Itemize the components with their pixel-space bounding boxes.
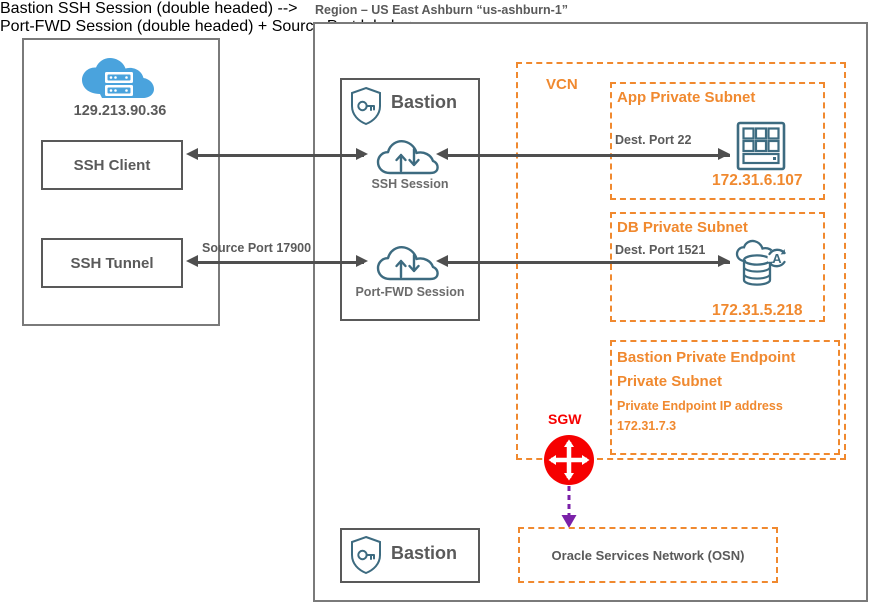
cloud-server-icon xyxy=(78,56,158,104)
db-private-subnet-box xyxy=(610,212,825,322)
bastion-private-endpoint-subnet-box xyxy=(610,340,840,455)
dest-port-1521-label: Dest. Port 1521 xyxy=(615,243,706,257)
source-port-label: Source Port 17900 xyxy=(202,241,312,255)
svg-text:A: A xyxy=(772,251,782,266)
autonomous-database-icon: A xyxy=(735,239,791,292)
shield-key-icon-bottom xyxy=(349,535,383,575)
cloud-updown-arrows-icon-ssh xyxy=(376,137,440,177)
ssh-session-label: SSH Session xyxy=(371,177,449,191)
bastion-pe-ip-caption: Private Endpoint IP address xyxy=(617,399,783,413)
app-private-subnet-box xyxy=(610,82,825,200)
app-private-subnet-title: App Private Subnet xyxy=(617,89,756,106)
bastion-bottom-title: Bastion xyxy=(391,543,458,563)
port-fwd-session-label: Port-FWD Session xyxy=(355,285,465,299)
service-gateway-icon[interactable] xyxy=(543,434,595,486)
sgw-to-osn-arrow xyxy=(556,486,582,532)
vcn-label: VCN xyxy=(546,76,578,93)
ssh-tunnel-box[interactable]: SSH Tunnel xyxy=(41,238,183,288)
db-private-subnet-title: DB Private Subnet xyxy=(617,219,748,236)
ssh-client-label: SSH Client xyxy=(73,156,151,174)
osn-box: Oracle Services Network (OSN) xyxy=(518,527,778,583)
region-title: Region – US East Ashburn “us-ashburn-1” xyxy=(315,3,569,17)
bastion-pe-subnet-title-line2: Private Subnet xyxy=(617,373,723,390)
bastion-pe-ip-value: 172.31.7.3 xyxy=(617,419,677,433)
sgw-label: SGW xyxy=(548,411,582,427)
public-ip-label: 129.213.90.36 xyxy=(73,103,167,119)
shield-key-icon xyxy=(349,86,383,126)
app-subnet-ip: 172.31.6.107 xyxy=(712,172,803,189)
ssh-tunnel-label: SSH Tunnel xyxy=(70,254,154,272)
osn-label: Oracle Services Network (OSN) xyxy=(551,547,745,563)
cloud-updown-arrows-icon-portfwd xyxy=(376,243,440,283)
dest-port-22-label: Dest. Port 22 xyxy=(615,133,692,147)
bastion-pe-subnet-title-line1: Bastion Private Endpoint xyxy=(617,349,796,366)
ssh-client-box[interactable]: SSH Client xyxy=(41,140,183,190)
bastion-top-title: Bastion xyxy=(391,92,458,112)
compute-instance-icon xyxy=(735,120,787,172)
db-subnet-ip: 172.31.5.218 xyxy=(712,302,803,319)
bastion-top-box xyxy=(340,78,480,321)
